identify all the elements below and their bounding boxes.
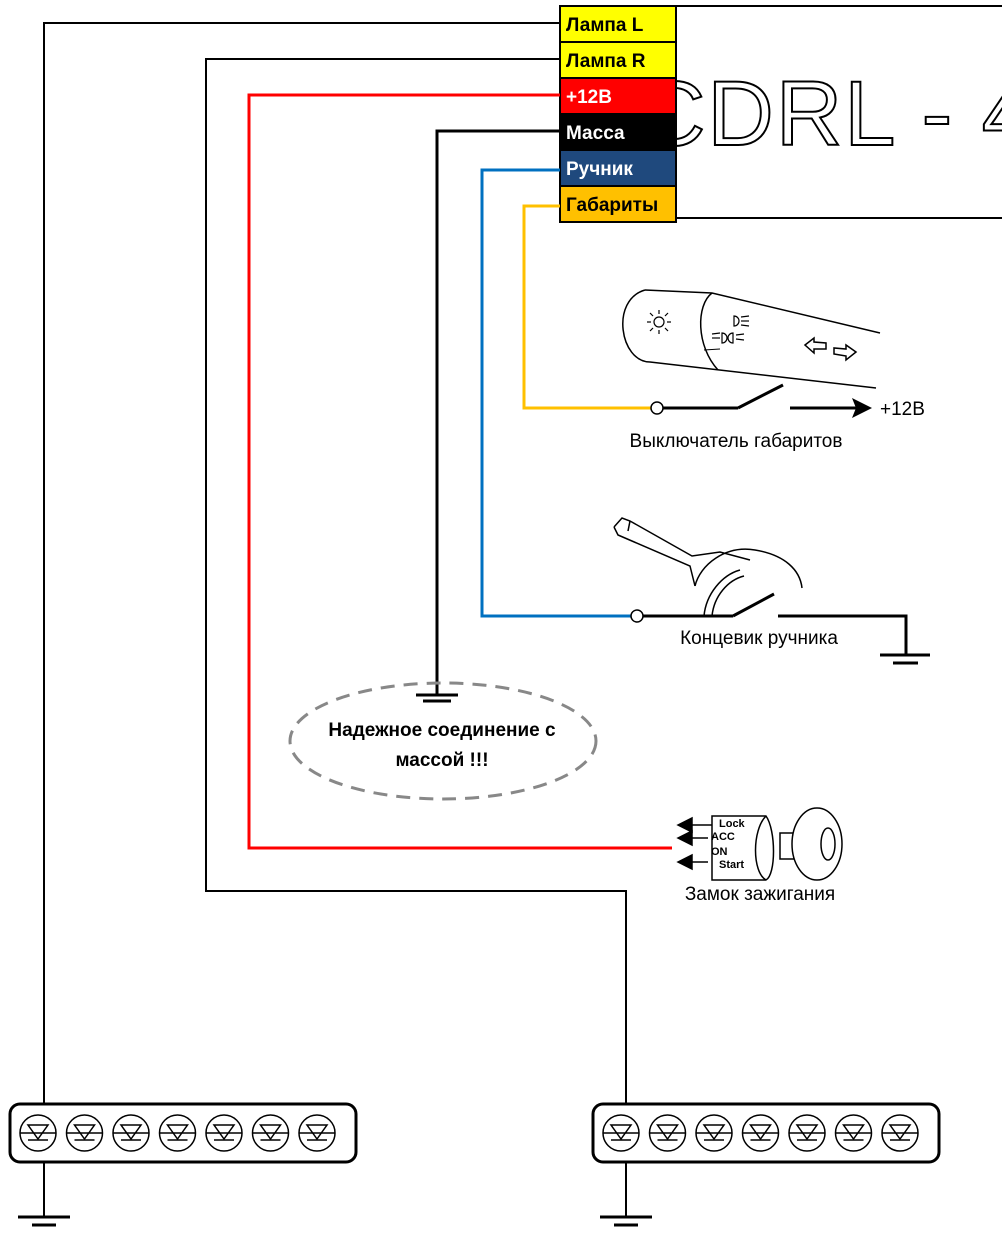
wire-handbrake — [480, 168, 632, 618]
ignition-pos-start: Start — [719, 859, 744, 871]
wire-parking — [522, 204, 654, 410]
handbrake-switch: Концевик ручника — [613, 517, 930, 665]
ignition-pos-acc: ACC — [711, 831, 735, 843]
led-bar-left — [8, 1102, 358, 1164]
led-diode-icon — [298, 1114, 336, 1152]
led-diode-icon — [65, 1114, 104, 1152]
led-diode-icon — [834, 1114, 873, 1152]
handbrake-ground-icon — [880, 653, 930, 665]
handbrake-switch-caption: Концевик ручника — [680, 628, 838, 649]
ground-note-line1: Надежное соединение с — [328, 720, 556, 741]
led-right-ground — [600, 1162, 652, 1227]
pin-label-4: Ручник — [566, 159, 633, 180]
led-diode-icon — [19, 1114, 57, 1152]
led-diode-icon — [602, 1114, 640, 1152]
led-diode-icon — [788, 1114, 826, 1152]
wires — [43, 22, 672, 1200]
supply-arrow-icon — [852, 398, 872, 418]
pin-box-5 — [559, 185, 677, 223]
ground-note-line2: массой !!! — [395, 750, 488, 771]
pin-label-1: Лампа R — [566, 51, 646, 72]
led-left-ground — [18, 1162, 70, 1227]
ignition-pos-on: ON — [711, 846, 728, 858]
parking-switch-blade — [737, 383, 784, 410]
pin-label-0: Лампа L — [566, 15, 644, 36]
pin-box-4 — [559, 149, 677, 187]
wire-lamp-r — [205, 58, 627, 1200]
pin-label-5: Габариты — [566, 195, 658, 216]
headlight-icon — [711, 315, 750, 344]
led-diode-icon — [741, 1114, 780, 1152]
turn-signal-arrows-icon — [803, 336, 858, 362]
wire-plus12 — [247, 93, 672, 850]
parking-switch-supply-label: +12В — [880, 399, 925, 420]
wire-lamp-l — [43, 22, 560, 1200]
pin-box-0 — [559, 5, 677, 43]
module-body — [675, 5, 1002, 219]
led-diode-icon — [158, 1114, 197, 1152]
parking-switch-terminal — [650, 401, 664, 415]
light-stalk-switch: +12В Выключатель габаритов — [622, 289, 925, 452]
ignition-lock: Lock ACC ON Start Замок зажигания — [676, 807, 843, 905]
ground-symbol-module — [416, 693, 458, 703]
parking-switch-caption: Выключатель габаритов — [630, 431, 843, 452]
ignition-arrows — [676, 816, 712, 871]
ignition-pos-lock: Lock — [719, 818, 746, 830]
handbrake-switch-terminal — [630, 609, 644, 623]
led-bar-right — [591, 1102, 941, 1164]
ground-note-outline — [288, 681, 598, 801]
ignition-key-icon — [791, 807, 843, 881]
parking-light-sun-icon — [647, 310, 671, 334]
led-diode-icon — [205, 1114, 243, 1152]
ground-note: Надежное соединение с массой !!! — [288, 681, 598, 801]
led-diode-icon — [648, 1114, 687, 1152]
pin-label-3: Масса — [566, 123, 625, 144]
led-diode-icon — [251, 1114, 290, 1152]
led-diode-icon — [881, 1114, 919, 1152]
led-diode-icon — [112, 1114, 150, 1152]
wire-ground — [435, 129, 560, 695]
led-diode-icon — [695, 1114, 733, 1152]
ignition-caption: Замок зажигания — [685, 884, 835, 905]
handbrake-switch-blade — [732, 592, 775, 618]
pin-label-2: +12В — [566, 87, 612, 108]
